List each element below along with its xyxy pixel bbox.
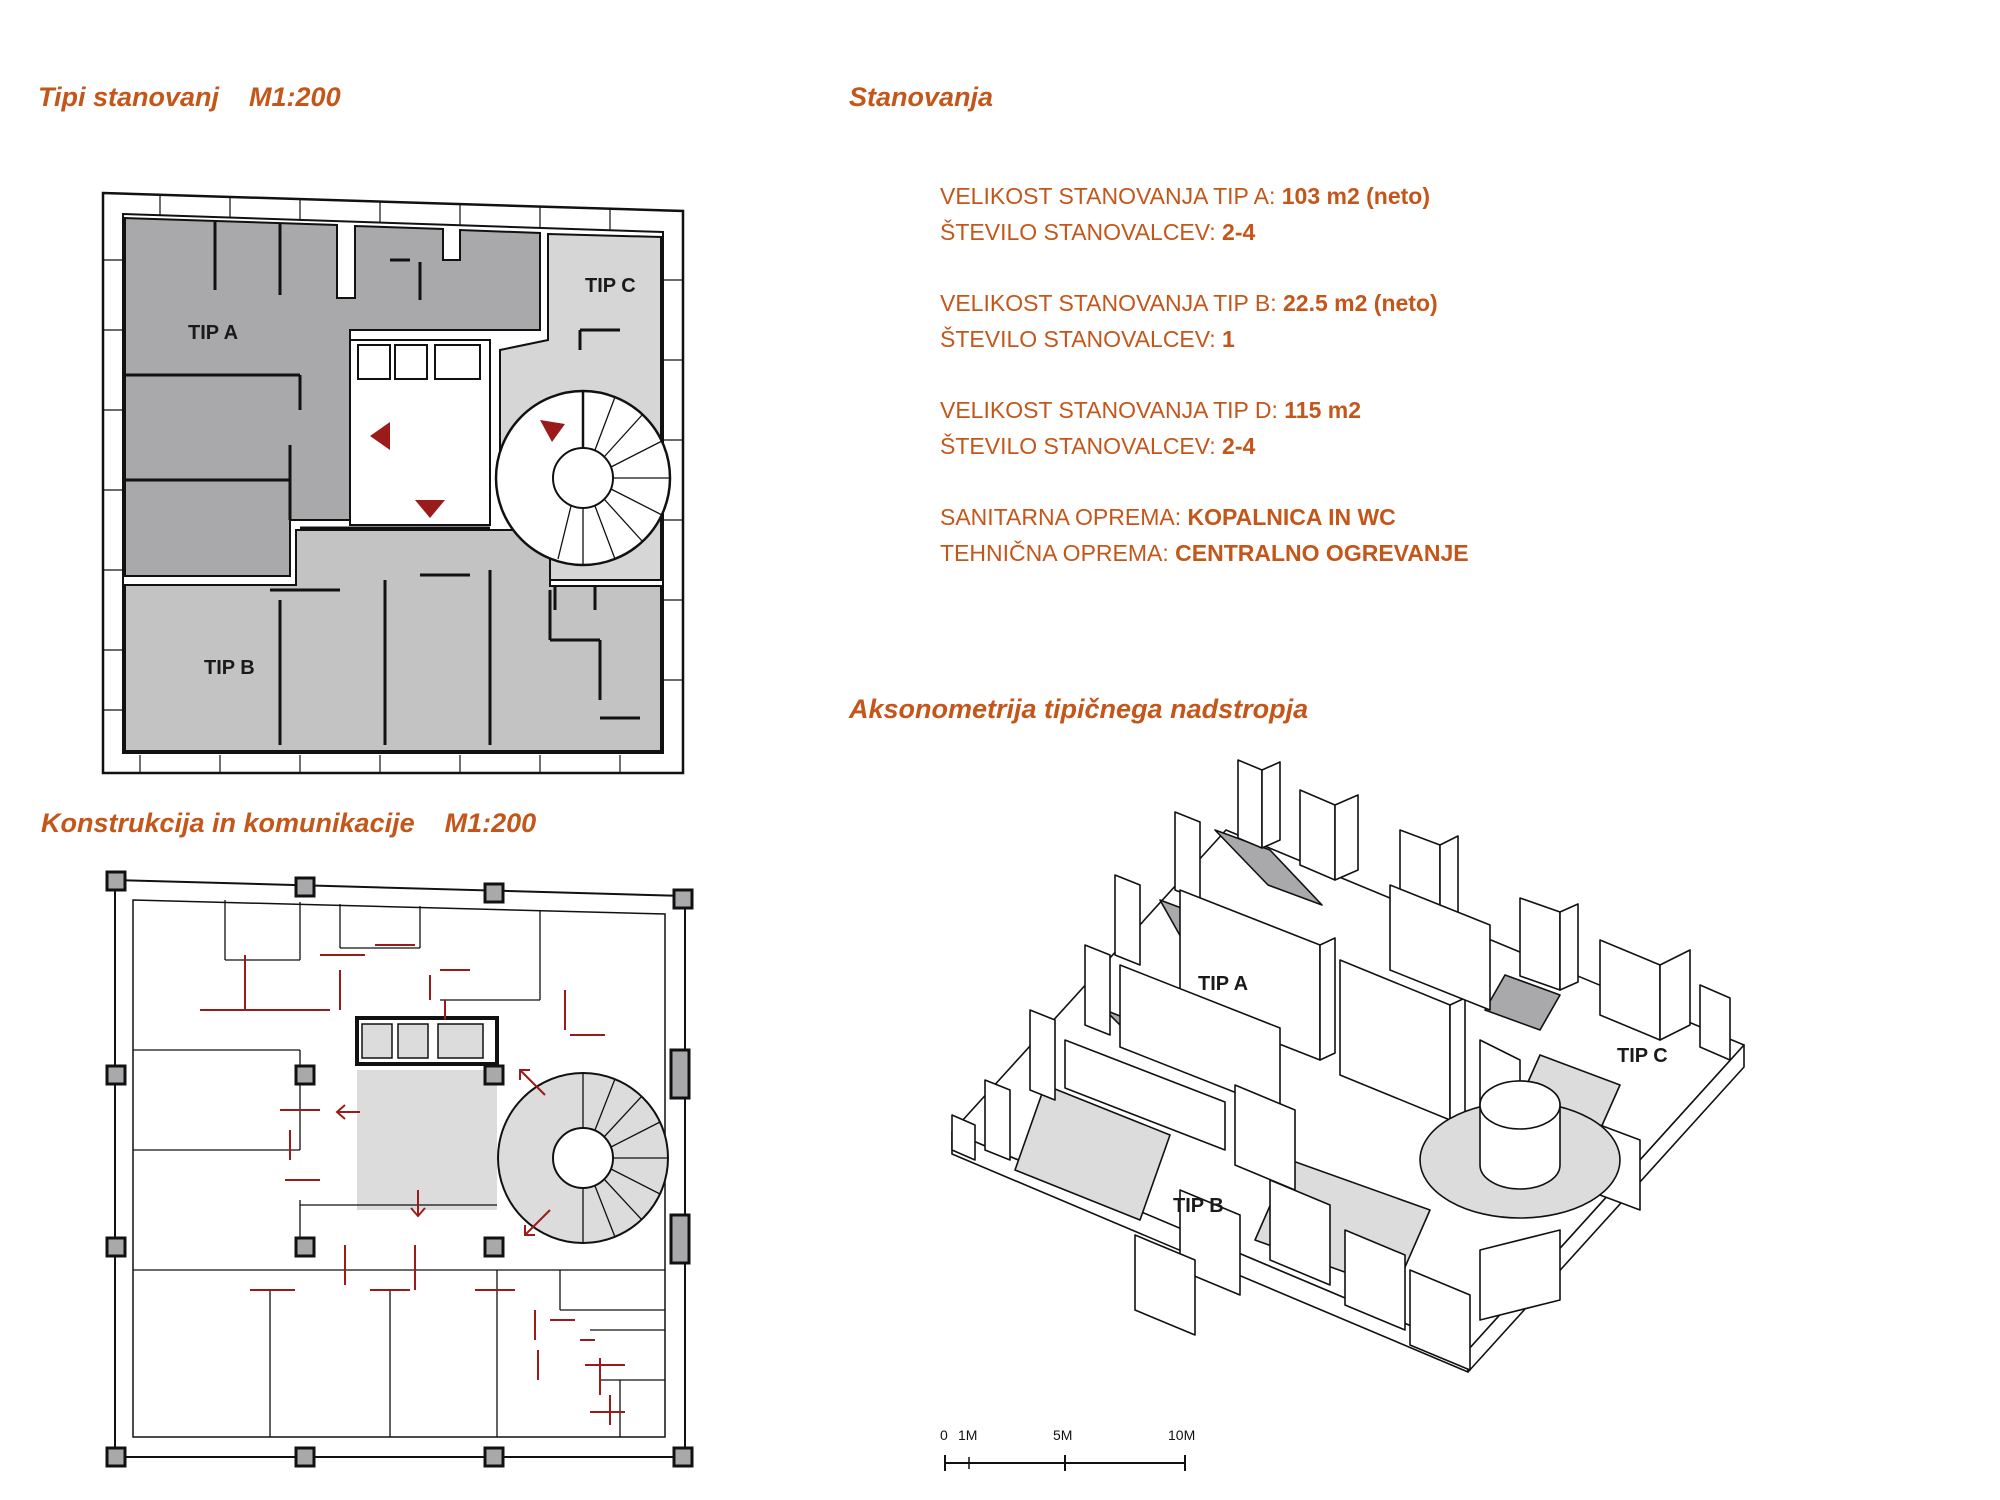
spec-sanitary-label: SANITARNA OPREMA: [940,504,1188,530]
spec-group-a: VELIKOST STANOVANJA TIP A: 103 m2 (neto)… [940,178,1469,250]
arrow-stair-icon [540,420,565,442]
scale-tick-5m: 5M [1053,1427,1072,1443]
plans-scale: M1:200 [249,82,341,112]
scale-bar: 0 1M 5M 10M [940,1427,1195,1471]
structure-title: Konstrukcija in komunikacije [41,808,415,838]
shaft [434,344,481,380]
spec-technical-label: TEHNIČNA OPREMA: [940,540,1176,566]
plan2-shaft [437,1023,484,1059]
plan-label-tip-c: TIP C [585,275,636,297]
spec-technical-value: CENTRALNO OGREVANJE [1175,540,1469,566]
plans-heading: Tipi stanovanj M1:200 [38,82,341,113]
plan1-window-ticks [103,195,683,773]
spec-a-size-label: VELIKOST STANOVANJA TIP A: [940,183,1282,209]
axo-perimeter-walls [951,759,1731,1161]
tip-a-area [124,216,541,577]
axo-stair-top [1479,1080,1561,1130]
axonometry: TIP A TIP B TIP C [951,759,1745,1373]
spec-group-equipment: SANITARNA OPREMA: KOPALNICA IN WC TEHNIČ… [940,499,1469,571]
elevator-2 [394,344,428,380]
axo-title: Aksonometrija tipičnega nadstropja [849,694,1309,724]
plan2-elevator-2 [397,1023,429,1059]
apartment-types-plan: TIP A TIP B TIP C [101,191,685,775]
spec-b-residents-value: 1 [1222,326,1235,352]
housing-specs: VELIKOST STANOVANJA TIP A: 103 m2 (neto)… [940,178,1469,606]
spec-a-residents-label: ŠTEVILO STANOVALCEV: [940,219,1223,245]
structure-plan [105,870,694,1468]
spec-d-residents-label: ŠTEVILO STANOVALCEV: [940,433,1223,459]
scale-tick-10m: 10M [1168,1427,1195,1443]
spec-d-size-label: VELIKOST STANOVANJA TIP D: [940,397,1285,423]
plan2-elevator-1 [361,1023,393,1059]
spec-sanitary-value: KOPALNICA IN WC [1187,504,1396,530]
spiral-stair [494,389,672,567]
spec-b-size-value: 22.5 m2 (neto) [1283,290,1438,316]
spec-d-residents-value: 2-4 [1222,433,1256,459]
plan2-columns [105,870,694,1468]
plan1-inner-outline [122,212,664,754]
axo-heading: Aksonometrija tipičnega nadstropja [849,694,1308,725]
spec-a-size-value: 103 m2 (neto) [1281,183,1430,209]
axo-floor-c2 [1484,974,1561,1031]
scale-tick-0: 0 [940,1427,948,1443]
spec-group-b: VELIKOST STANOVANJA TIP B: 22.5 m2 (neto… [940,285,1469,357]
plan2-partitions [133,900,665,1437]
scale-tick-1m: 1M [958,1427,977,1443]
plan2-arrows [335,1069,551,1236]
axo-label-tip-b: TIP B [1173,1195,1224,1217]
structure-scale: M1:200 [444,808,537,838]
spec-group-d: VELIKOST STANOVANJA TIP D: 115 m2 ŠTEVIL… [940,392,1469,464]
housing-heading: Stanovanja [849,82,993,113]
plan2-door-lines [200,944,625,1425]
arrow-left-icon [370,422,390,450]
arrow-down-icon [415,500,445,518]
spec-d-size-value: 115 m2 [1284,397,1362,423]
plans-title: Tipi stanovanj [38,82,220,112]
plan2-inner-outline [132,899,666,1438]
plan2-corridor [357,1070,497,1210]
axo-label-tip-c: TIP C [1617,1045,1668,1067]
spec-b-residents-label: ŠTEVILO STANOVALCEV: [940,326,1223,352]
plan-label-tip-a: TIP A [188,322,238,344]
spec-a-residents-value: 2-4 [1222,219,1256,245]
housing-title: Stanovanja [849,82,994,112]
plan1-interior-walls [125,222,640,745]
spiral-stair-2 [497,1072,669,1244]
spec-b-size-label: VELIKOST STANOVANJA TIP B: [940,290,1283,316]
axo-label-tip-a: TIP A [1198,973,1248,995]
structure-heading: Konstrukcija in komunikacije M1:200 [41,808,536,839]
tip-b-area [124,529,662,752]
plan-label-tip-b: TIP B [204,657,255,679]
axo-floor-b [1014,1084,1171,1221]
elevator-1 [357,344,391,380]
